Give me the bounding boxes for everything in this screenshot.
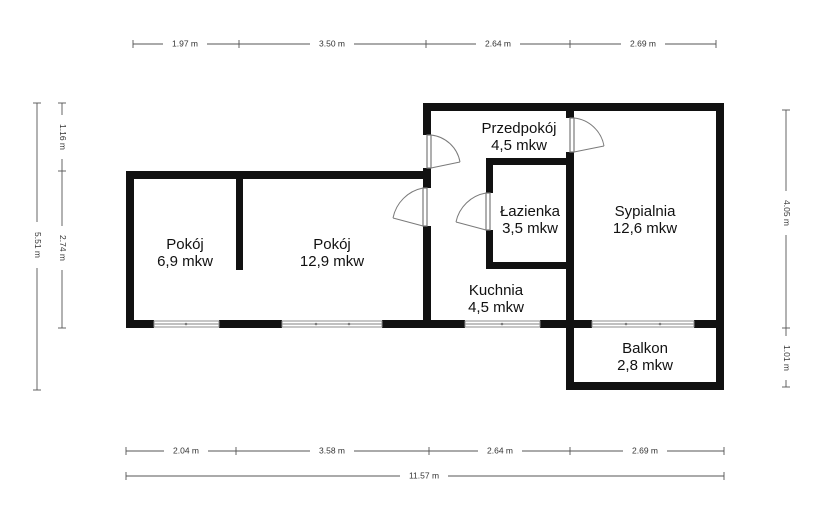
room-labels: Pokój 6,9 mkw Pokój 12,9 mkw Przedpokój …	[157, 120, 677, 374]
dim-right-1: 4.05 m	[782, 200, 792, 226]
room-przedpokoj-name: Przedpokój	[481, 120, 556, 137]
dim-bottom-1: 2.04 m	[173, 445, 199, 455]
room-balkon-name: Balkon	[622, 340, 668, 357]
dim-bottom-2: 3.58 m	[319, 445, 345, 455]
window-kuchnia	[464, 320, 541, 328]
room-pokoj1-area: 6,9 mkw	[157, 253, 213, 270]
window-sypialnia	[591, 320, 695, 328]
wall-balkon-bottom	[566, 382, 724, 390]
door-entrance	[426, 134, 461, 169]
room-sypialnia-name: Sypialnia	[615, 203, 677, 220]
wall-hall-sypialnia-upper	[566, 103, 574, 118]
wall-balkon-right	[716, 320, 724, 390]
wall-hall-left-upper	[423, 103, 431, 135]
door-lazienka	[455, 192, 491, 231]
room-pokoj1-name: Pokój	[166, 236, 204, 253]
dim-left-1: 1.16 m	[58, 124, 68, 150]
wall-left-left	[126, 171, 134, 328]
room-balkon-area: 2,8 mkw	[617, 357, 673, 374]
wall-bath-left-upper	[486, 158, 493, 193]
room-pokoj2-name: Pokój	[313, 236, 351, 253]
dim-bottom-4: 2.69 m	[632, 445, 658, 455]
dim-bottom-3: 2.64 m	[487, 445, 513, 455]
dim-top-1: 1.97 m	[172, 38, 198, 48]
dimensions-bottom: 2.04 m 3.58 m 2.64 m 2.69 m 11.57 m	[125, 445, 725, 482]
room-kuchnia-area: 4,5 mkw	[468, 299, 524, 316]
window-pokoj1	[153, 320, 220, 328]
dim-left-total: 5.51 m	[33, 232, 43, 258]
dim-total-width: 11.57 m	[409, 470, 439, 480]
dim-left-2: 2.74 m	[58, 235, 68, 261]
windows	[153, 320, 695, 328]
wall-bath-bottom	[486, 262, 574, 269]
door-sypialnia	[569, 117, 605, 153]
room-lazienka-name: Łazienka	[500, 203, 561, 220]
wall-bottom-seg1	[126, 320, 154, 328]
room-lazienka-area: 3,5 mkw	[502, 220, 558, 237]
dim-top-4: 2.69 m	[630, 38, 656, 48]
room-sypialnia-area: 12,6 mkw	[613, 220, 677, 237]
doors	[392, 117, 605, 231]
wall-hall-sypialnia-lower	[566, 152, 574, 328]
dim-right-2: 1.01 m	[782, 345, 792, 371]
wall-right	[716, 103, 724, 328]
dimensions-left: 5.51 m 1.16 m 2.74 m	[31, 102, 68, 391]
dimensions-right: 4.05 m 1.01 m	[780, 109, 792, 388]
wall-balkon-left	[566, 320, 574, 390]
window-pokoj2	[281, 320, 383, 328]
room-kuchnia-name: Kuchnia	[469, 282, 524, 299]
walls	[126, 103, 724, 390]
dim-top-3: 2.64 m	[485, 38, 511, 48]
wall-pokoj-divider	[236, 177, 243, 270]
dim-top-2: 3.50 m	[319, 38, 345, 48]
wall-hall-left-lower	[423, 226, 431, 328]
wall-bottom-seg2	[219, 320, 282, 328]
wall-left-top	[126, 171, 429, 179]
wall-bottom-seg5	[694, 320, 724, 328]
room-pokoj2-area: 12,9 mkw	[300, 253, 364, 270]
wall-bath-top	[486, 158, 574, 165]
wall-hall-left-mid	[423, 168, 431, 188]
dimensions-top: 1.97 m 3.50 m 2.64 m 2.69 m	[132, 38, 717, 50]
wall-bath-left-lower	[486, 230, 493, 269]
room-przedpokoj-area: 4,5 mkw	[491, 137, 547, 154]
door-pokoj2	[392, 187, 428, 227]
